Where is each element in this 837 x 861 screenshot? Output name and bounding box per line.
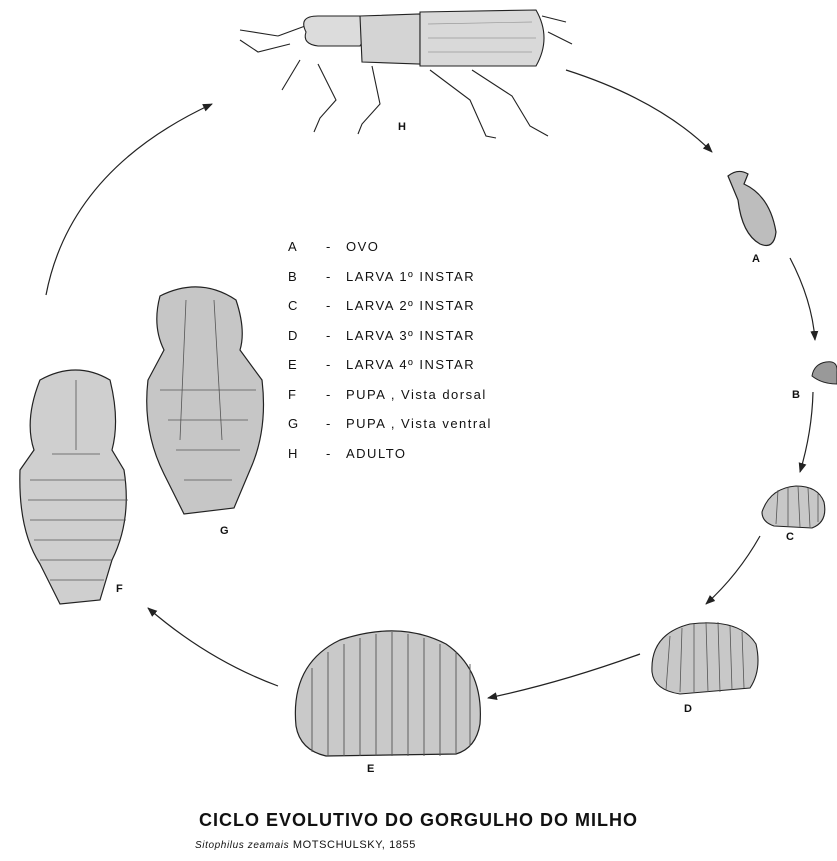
larva-instar-2-illustration — [762, 486, 825, 528]
arrow-c-to-d — [706, 536, 760, 604]
legend-separator: - — [326, 328, 346, 343]
legend-code: E — [288, 357, 326, 372]
legend-separator: - — [326, 269, 346, 284]
pupa-dorsal-view-illustration — [20, 370, 128, 604]
stage-label-a: A — [752, 253, 760, 265]
legend-code: D — [288, 328, 326, 343]
arrow-h-to-a — [566, 70, 712, 152]
legend-row: D-LARVA 3º INSTAR — [288, 321, 588, 351]
legend-code: B — [288, 269, 326, 284]
legend-row: A-OVO — [288, 232, 588, 262]
legend-code: C — [288, 298, 326, 313]
larva-instar-3-illustration — [652, 622, 758, 694]
legend-row: G-PUPA , Vista ventral — [288, 409, 588, 439]
legend-separator: - — [326, 357, 346, 372]
legend-code: G — [288, 416, 326, 431]
arrow-b-to-c — [800, 392, 813, 472]
pupa-ventral-view-illustration — [147, 287, 264, 514]
legend-code: A — [288, 239, 326, 254]
stage-label-e: E — [367, 763, 374, 775]
egg-illustration — [728, 171, 776, 245]
stage-label-d: D — [684, 703, 692, 715]
diagram-title: CICLO EVOLUTIVO DO GORGULHO DO MILHO — [0, 810, 837, 831]
legend-separator: - — [326, 239, 346, 254]
legend-row: C-LARVA 2º INSTAR — [288, 291, 588, 321]
species-author: MOTSCHULSKY, 1855 — [293, 839, 416, 851]
legend-code: F — [288, 387, 326, 402]
legend-description: LARVA 1º INSTAR — [346, 269, 475, 284]
legend-row: H-ADULTO — [288, 439, 588, 469]
legend-description: LARVA 2º INSTAR — [346, 298, 475, 313]
legend-description: PUPA , Vista dorsal — [346, 387, 487, 402]
larva-instar-4-illustration — [295, 631, 480, 756]
legend-separator: - — [326, 387, 346, 402]
stage-label-f: F — [116, 583, 123, 595]
arrow-e-to-f — [148, 608, 278, 686]
arrow-a-to-b — [790, 258, 815, 340]
legend-description: LARVA 3º INSTAR — [346, 328, 475, 343]
legend-separator: - — [326, 446, 346, 461]
legend-code: H — [288, 446, 326, 461]
legend-description: PUPA , Vista ventral — [346, 416, 492, 431]
legend-row: B-LARVA 1º INSTAR — [288, 262, 588, 292]
legend-separator: - — [326, 298, 346, 313]
stage-label-c: C — [786, 531, 794, 543]
legend-row: E-LARVA 4º INSTAR — [288, 350, 588, 380]
legend-description: LARVA 4º INSTAR — [346, 357, 475, 372]
diagram-subtitle: Sitophilus zeamais MOTSCHULSKY, 1855 — [195, 839, 416, 851]
arrow-f-to-h — [46, 104, 212, 295]
species-name: Sitophilus zeamais — [195, 840, 289, 851]
stage-label-g: G — [220, 525, 229, 537]
stage-label-h: H — [398, 121, 406, 133]
legend-separator: - — [326, 416, 346, 431]
larva-instar-1-illustration — [812, 362, 837, 384]
legend-description: ADULTO — [346, 446, 407, 461]
adult-weevil-illustration — [240, 10, 572, 138]
legend-description: OVO — [346, 239, 379, 254]
stage-label-b: B — [792, 389, 800, 401]
legend-row: F-PUPA , Vista dorsal — [288, 380, 588, 410]
arrow-d-to-e — [488, 654, 640, 698]
